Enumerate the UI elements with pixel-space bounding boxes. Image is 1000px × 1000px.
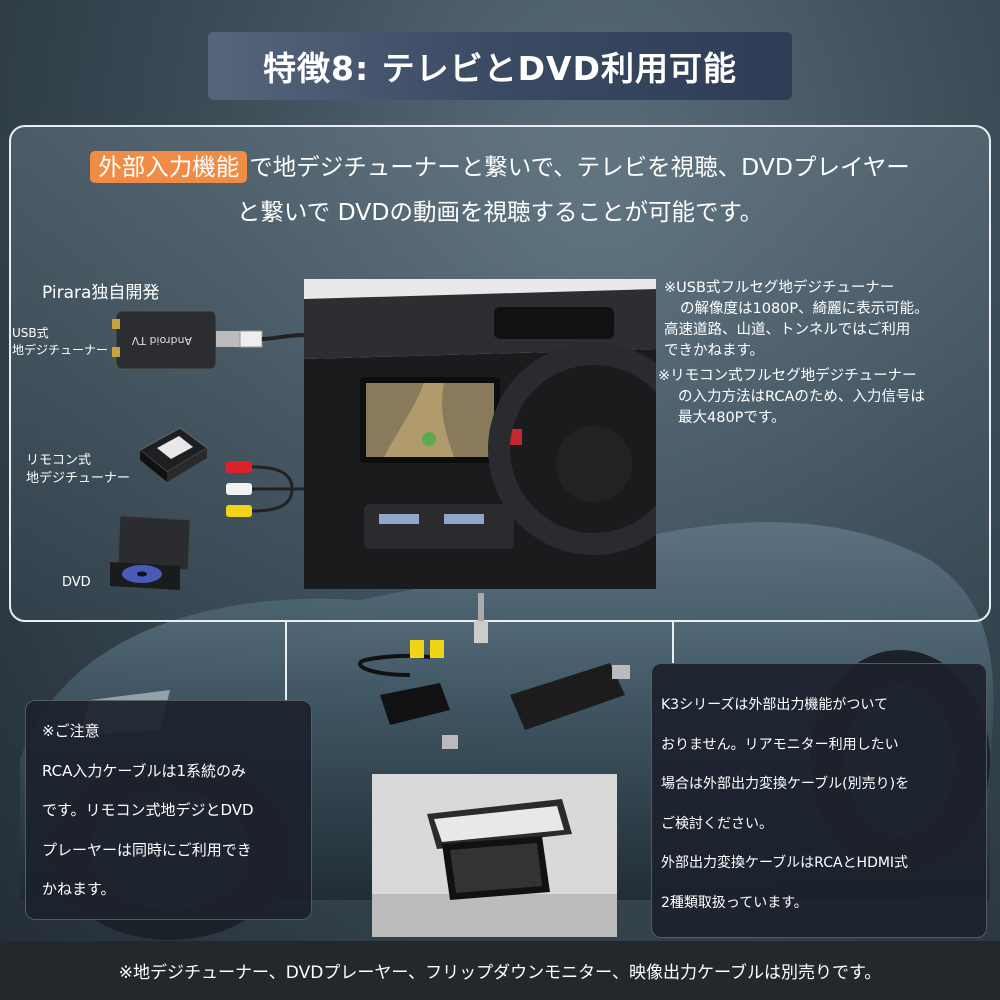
brand-label: Pirara独自開発 <box>42 283 160 303</box>
intro-text: 外部入力機能で地デジチューナーと繋いで、テレビを視聴、DVDプレイヤー と繋いで… <box>30 145 970 235</box>
tuner-notes: ※USB式フルセグ地デジチューナー の解像度は1080P、綺麗に表示可能。 高速… <box>658 278 994 429</box>
car-dashboard-image <box>304 279 656 589</box>
usb-tuner-note: ※USB式フルセグ地デジチューナー の解像度は1080P、綺麗に表示可能。 高速… <box>664 280 929 359</box>
intro-line-2: と繋いで DVDの動画を視聴することが可能です。 <box>236 198 764 226</box>
remote-tuner-note: ※リモコン式フルセグ地デジチューナー の入力方法はRCAのため、入力信号は 最大… <box>658 368 925 426</box>
page-title-banner: 特徴8: テレビとDVD利用可能 <box>208 32 792 100</box>
external-input-badge: 外部入力機能 <box>90 151 248 183</box>
footer-note-bar: ※地デジチューナー、DVDプレーヤー、フリップダウンモニター、映像出力ケーブルは… <box>0 941 1000 1000</box>
intro-line-1: 外部入力機能で地デジチューナーと繋いで、テレビを視聴、DVDプレイヤー <box>30 145 970 190</box>
caution-text: ※ご注意 RCA入力ケーブルは1系統のみ です。リモコン式地デジとDVD プレー… <box>42 712 304 910</box>
caution-panel <box>25 700 312 920</box>
page-title: 特徴8: テレビとDVD利用可能 <box>263 49 737 88</box>
dvd-player-image <box>110 515 191 590</box>
k3-info-panel <box>651 663 987 938</box>
dvd-label: DVD <box>62 575 91 590</box>
remote-tuner-image <box>139 427 208 482</box>
footer-note: ※地デジチューナー、DVDプレーヤー、フリップダウンモニター、映像出力ケーブルは… <box>118 963 882 983</box>
connector-line-right <box>672 622 674 664</box>
usb-tuner-label: USB式 地デジチューナー <box>12 326 109 357</box>
caution-heading: ※ご注意 <box>42 722 100 740</box>
output-cable-image <box>358 593 630 749</box>
usb-tuner-image: Android TV <box>112 310 305 370</box>
dashboard-illustration <box>304 279 656 589</box>
usb-tuner-brand-text: Android TV <box>131 334 192 347</box>
connector-line-left <box>285 622 287 702</box>
rca-cable-image <box>226 461 307 517</box>
remote-tuner-label: リモコン式 地デジチューナー <box>26 453 131 486</box>
k3-info-text: K3シリーズは外部出力機能がついて おりません。リアモニター利用したい 場合は外… <box>661 697 910 911</box>
flip-down-monitor-image <box>372 774 617 937</box>
